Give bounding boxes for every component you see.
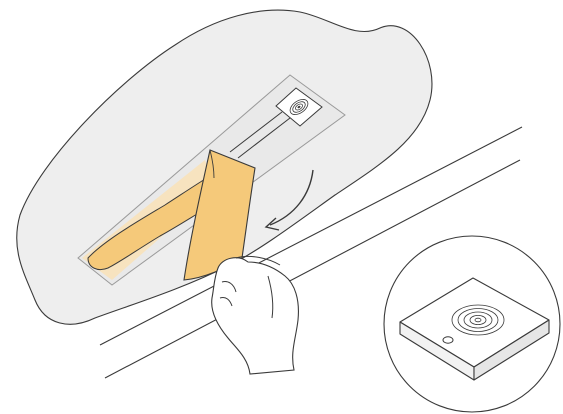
device-button	[443, 337, 453, 343]
hand-icon	[212, 256, 299, 374]
device-inset	[384, 236, 560, 412]
